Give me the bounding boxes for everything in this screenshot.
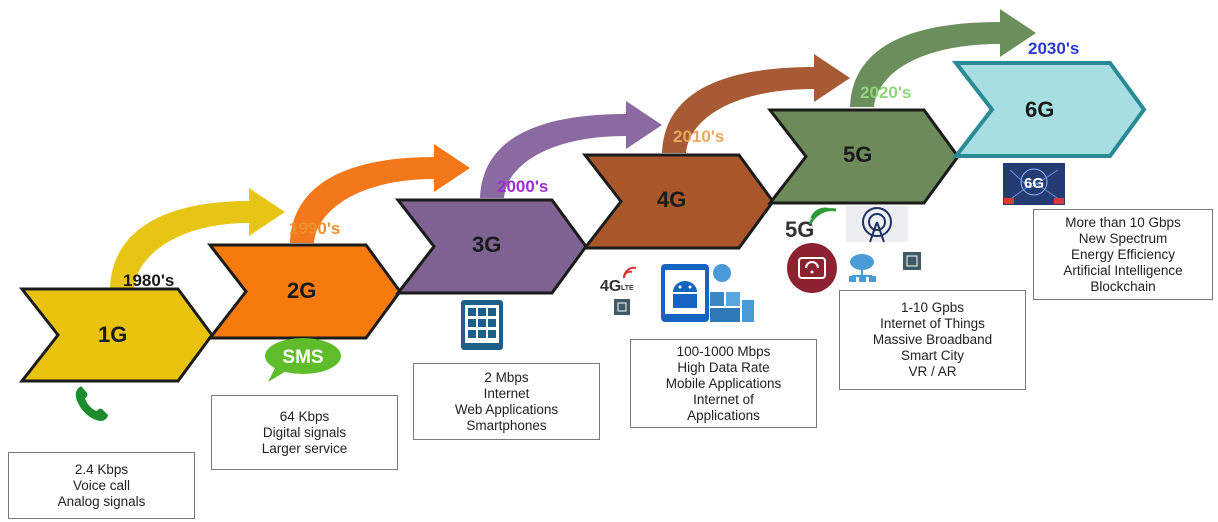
chip-icon	[614, 299, 630, 315]
feature-text: Smart City	[900, 348, 964, 363]
feature-text: Voice call	[72, 477, 131, 493]
feature-text: Smartphones	[466, 417, 547, 433]
chevron-6g	[951, 61, 1147, 158]
decade-label-6g: 2030's	[1028, 39, 1079, 58]
features-box-4g: 100-1000 Mbps High Data Rate Mobile Appl…	[630, 339, 817, 428]
transition-arrow-1g	[110, 188, 285, 288]
smartphone-icon	[461, 300, 503, 350]
cloud-network-icon	[849, 254, 876, 282]
feature-text: 100-1000 Mbps	[676, 343, 771, 359]
features-box-2g: 64 Kbps Digital signals Larger service	[211, 395, 398, 470]
decade-label-3g: 2000's	[497, 177, 548, 196]
feature-text: 2.4 Kbps	[74, 461, 129, 477]
cloud-apps-icon	[710, 264, 754, 322]
feature-text: Digital signals	[262, 424, 347, 440]
feature-text: Artificial Intelligence	[1063, 262, 1183, 278]
decade-label-1g: 1980's	[123, 271, 174, 290]
features-box-1g: 2.4 Kbps Voice call Analog signals	[8, 452, 195, 519]
feature-text: Internet of Things	[880, 316, 985, 331]
feature-text: 2 Mbps	[484, 369, 529, 385]
4g-lte-icon: 4G LTE	[600, 266, 637, 295]
feature-text: Larger service	[261, 440, 348, 456]
6g-network-icon: 6G	[1003, 163, 1065, 205]
generation-labels: 1G 2G 3G 4G 5G 6G	[98, 97, 1054, 347]
decade-label-5g: 2020's	[860, 83, 911, 102]
decade-label-4g: 2010's	[673, 127, 724, 146]
svg-text:LTE: LTE	[621, 285, 634, 292]
feature-text: More than 10 Gbps	[1065, 214, 1181, 230]
feature-text: Web Applications	[454, 401, 559, 417]
svg-text:4G: 4G	[600, 278, 621, 295]
transition-arrows	[110, 9, 1036, 288]
transition-arrow-4g	[662, 54, 850, 153]
feature-text: Massive Broadband	[872, 332, 993, 347]
features-box-3g: 2 Mbps Internet Web Applications Smartph…	[413, 363, 600, 440]
feature-text: Blockchain	[1090, 278, 1156, 294]
antenna-tower-icon	[846, 206, 908, 243]
5g-signal-icon: 5G	[785, 207, 837, 242]
generation-label-5g: 5G	[843, 142, 872, 167]
feature-text: Internet	[483, 385, 530, 401]
feature-text: Applications	[687, 407, 760, 423]
chevron-3g	[394, 198, 588, 295]
transition-arrow-3g	[480, 101, 662, 198]
decade-label-2g: 1990's	[289, 219, 340, 238]
svg-text:SMS: SMS	[282, 347, 323, 368]
feature-text: Energy Efficiency	[1070, 246, 1176, 262]
android-phone-icon	[661, 264, 709, 322]
generation-label-6g: 6G	[1025, 97, 1054, 122]
svg-text:6G: 6G	[1024, 175, 1044, 192]
feature-text: Analog signals	[57, 493, 146, 509]
wifi-router-icon	[787, 243, 837, 293]
chevron-2g	[206, 243, 402, 340]
feature-text: VR / AR	[908, 364, 957, 379]
feature-text: Internet of	[693, 391, 754, 407]
transition-arrow-2g	[290, 144, 470, 243]
svg-text:5G: 5G	[785, 217, 814, 242]
decade-labels: 1980's 1990's 2000's 2010's 2020's 2030'…	[123, 39, 1079, 290]
feature-text: 64 Kbps	[279, 408, 330, 424]
generation-label-4g: 4G	[657, 187, 686, 212]
generation-label-2g: 2G	[287, 278, 316, 303]
chip-icon	[903, 252, 921, 270]
phone-icon	[75, 386, 108, 421]
transition-arrow-5g	[850, 9, 1036, 107]
features-box-5g: 1-10 Gpbs Internet of Things Massive Bro…	[839, 290, 1026, 390]
feature-text: Mobile Applications	[665, 375, 782, 391]
chevron-5g	[766, 108, 960, 205]
feature-text: New Spectrum	[1078, 230, 1168, 246]
generation-chevrons	[18, 61, 1147, 383]
chevron-4g	[581, 153, 775, 250]
features-box-6g: More than 10 Gbps New Spectrum Energy Ef…	[1033, 209, 1213, 300]
sms-icon: SMS	[265, 338, 341, 382]
feature-text: High Data Rate	[677, 359, 770, 375]
generation-label-3g: 3G	[472, 232, 501, 257]
chevron-1g	[18, 287, 214, 383]
generation-label-1g: 1G	[98, 322, 127, 347]
feature-text: 1-10 Gpbs	[900, 300, 965, 315]
